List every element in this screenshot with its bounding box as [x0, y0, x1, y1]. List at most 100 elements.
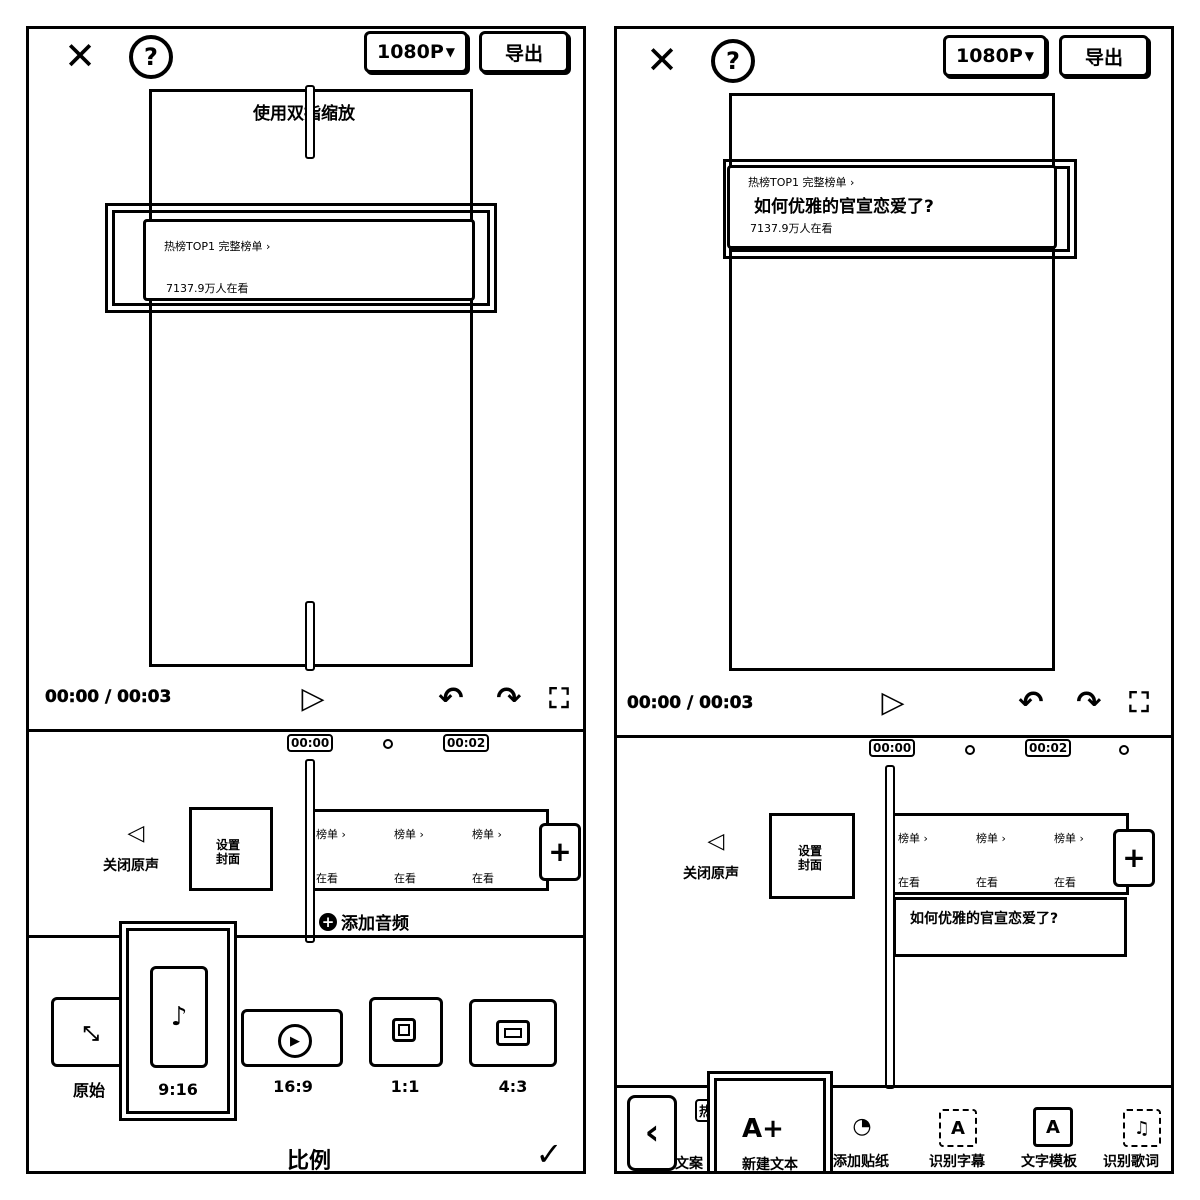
- frame-label: 在看: [316, 872, 338, 885]
- add-clip-button[interactable]: +: [539, 823, 581, 881]
- original-ratio-icon: ⤡: [83, 1021, 99, 1045]
- ratio-label-1-1: 1:1: [390, 1077, 420, 1096]
- rect-ratio-icon: [496, 1020, 530, 1046]
- text-editor-panel: ✕ ? 1080P ▼ 导出 热榜TOP1 完整榜单 › 如何优雅的官宣恋爱了?…: [614, 26, 1174, 1174]
- timeline-tick-dot: [1119, 745, 1129, 755]
- help-glyph: ?: [726, 47, 740, 75]
- text-track-clip[interactable]: 如何优雅的官宣恋爱了?: [893, 897, 1127, 957]
- ratio-option-4-3[interactable]: [469, 999, 557, 1067]
- ratio-editor-panel: ✕ ? 1080P ▼ 导出 使用双指缩放 热榜TOP1 完整榜单 › 7137…: [26, 26, 586, 1174]
- frame-label: 在看: [976, 876, 998, 889]
- text-template-icon[interactable]: A: [1033, 1107, 1073, 1147]
- online-count-line: 7137.9万人在看: [750, 222, 833, 235]
- cover-label: 设置封面: [798, 844, 823, 872]
- timeline-tick-2: 00:02: [443, 734, 490, 752]
- mute-original-label[interactable]: 关闭原声: [683, 866, 739, 882]
- lyrics-recognize-icon[interactable]: ♫: [1123, 1109, 1161, 1147]
- resolution-dropdown[interactable]: 1080P ▼: [364, 31, 468, 73]
- cover-thumbnail[interactable]: 设置封面: [769, 813, 855, 899]
- time-display: 00:00 / 00:03: [627, 693, 754, 714]
- confirm-check-icon[interactable]: ✓: [535, 1135, 563, 1173]
- sticker-label[interactable]: 添加贴纸: [833, 1154, 889, 1170]
- timeline-tick-0: 00:00: [287, 734, 334, 752]
- playhead[interactable]: [305, 759, 315, 943]
- text-clip-label: 如何优雅的官宣恋爱了?: [910, 911, 1059, 927]
- hot-rank-line: 热榜TOP1 完整榜单 ›: [748, 176, 855, 189]
- canvas-guide-bottom: [305, 601, 315, 671]
- ratio-option-original[interactable]: ⤡: [51, 997, 129, 1067]
- toolbar-divider: [617, 1085, 1171, 1088]
- sticker-icon[interactable]: ◔: [852, 1113, 872, 1139]
- undo-icon[interactable]: ↶: [1018, 685, 1044, 720]
- time-display: 00:00 / 00:03: [45, 687, 172, 708]
- add-audio-label: 添加音频: [341, 914, 409, 934]
- plus-circle-icon: +: [319, 912, 337, 931]
- hot-topic-card: 热榜TOP1 完整榜单 › 如何优雅的官宣恋爱了? 7137.9万人在看: [727, 165, 1057, 249]
- ratio-label-4-3: 4:3: [498, 1077, 528, 1096]
- chevron-down-icon: ▼: [1024, 49, 1035, 63]
- frame-label: 榜单 ›: [898, 832, 928, 845]
- back-button[interactable]: ‹: [627, 1095, 677, 1171]
- video-canvas[interactable]: [149, 89, 473, 667]
- ratio-option-1-1[interactable]: [369, 997, 443, 1067]
- fullscreen-icon[interactable]: ⛶: [549, 682, 569, 715]
- timeline-tick-0: 00:00: [869, 739, 916, 757]
- help-glyph: ?: [144, 43, 158, 71]
- timeline-tick-dot: [965, 745, 975, 755]
- player-divider: [617, 735, 1171, 738]
- speaker-icon[interactable]: ◁: [127, 821, 145, 846]
- text-add-icon: A+: [742, 1114, 784, 1144]
- close-icon[interactable]: ✕: [646, 38, 678, 82]
- speaker-icon[interactable]: ◁: [707, 829, 725, 854]
- recognize-subtitle-label[interactable]: 识别字幕: [929, 1154, 985, 1170]
- play-icon[interactable]: ▷: [881, 685, 905, 720]
- ratio-option-9-16-selected[interactable]: ♪ 9:16: [119, 921, 237, 1121]
- add-clip-button[interactable]: +: [1113, 829, 1155, 887]
- frame-label: 榜单 ›: [394, 828, 424, 841]
- close-icon[interactable]: ✕: [64, 34, 96, 78]
- playhead[interactable]: [885, 765, 895, 1089]
- frame-label: 榜单 ›: [472, 828, 502, 841]
- help-icon[interactable]: ?: [129, 35, 173, 79]
- cover-thumbnail[interactable]: 设置封面: [189, 807, 273, 891]
- selection-inner: [714, 1078, 826, 1171]
- frame-label: 在看: [394, 872, 416, 885]
- new-text-tool-selected[interactable]: A+ 新建文本: [707, 1071, 833, 1171]
- text-template-label[interactable]: 文字模板: [1021, 1154, 1077, 1170]
- ratio-panel-title: 比例: [287, 1149, 332, 1174]
- export-button[interactable]: 导出: [479, 31, 569, 73]
- undo-icon[interactable]: ↶: [438, 681, 464, 716]
- timeline-tick-dot: [383, 739, 393, 749]
- player-divider: [29, 729, 583, 732]
- video-track-clip[interactable]: 榜单 › 榜单 › 榜单 › 在看 在看 在看: [307, 809, 549, 891]
- mute-original-label[interactable]: 关闭原声: [103, 858, 159, 874]
- export-button[interactable]: 导出: [1059, 35, 1149, 77]
- pinch-zoom-hint: 使用双指缩放: [251, 99, 357, 124]
- frame-label: 榜单 ›: [316, 828, 346, 841]
- frame-label: 在看: [472, 872, 494, 885]
- recognize-lyrics-label[interactable]: 识别歌词: [1103, 1154, 1159, 1170]
- frame-label: 在看: [898, 876, 920, 889]
- resolution-label: 1080P: [955, 45, 1023, 67]
- redo-icon[interactable]: ↷: [1076, 685, 1102, 720]
- copywriting-label[interactable]: 文案: [675, 1156, 703, 1172]
- play-icon[interactable]: ▷: [301, 681, 325, 716]
- fullscreen-icon[interactable]: ⛶: [1129, 686, 1149, 719]
- selection-frame-inner: [112, 210, 490, 306]
- ratio-option-16-9[interactable]: ▶: [241, 1009, 343, 1067]
- redo-icon[interactable]: ↷: [496, 681, 522, 716]
- frame-label: 在看: [1054, 876, 1076, 889]
- frame-label: 榜单 ›: [976, 832, 1006, 845]
- add-audio-button[interactable]: + 添加音频: [319, 909, 409, 934]
- card-headline[interactable]: 如何优雅的官宣恋爱了?: [754, 197, 934, 217]
- help-icon[interactable]: ?: [711, 39, 755, 83]
- selection-inner: [126, 928, 230, 1114]
- selection-frame[interactable]: [105, 203, 497, 313]
- play-circle-icon: ▶: [278, 1024, 312, 1058]
- hot-rank-line: 热榜TOP1 完整榜单 ›: [164, 240, 271, 253]
- resolution-dropdown[interactable]: 1080P ▼: [943, 35, 1047, 77]
- video-track-clip[interactable]: 榜单 › 榜单 › 榜单 › 在看 在看 在看: [889, 813, 1129, 895]
- subtitle-recognize-icon[interactable]: A: [939, 1109, 977, 1147]
- ratio-label-original: 原始: [72, 1081, 105, 1100]
- hot-topic-card: 热榜TOP1 完整榜单 › 7137.9万人在看: [143, 219, 475, 301]
